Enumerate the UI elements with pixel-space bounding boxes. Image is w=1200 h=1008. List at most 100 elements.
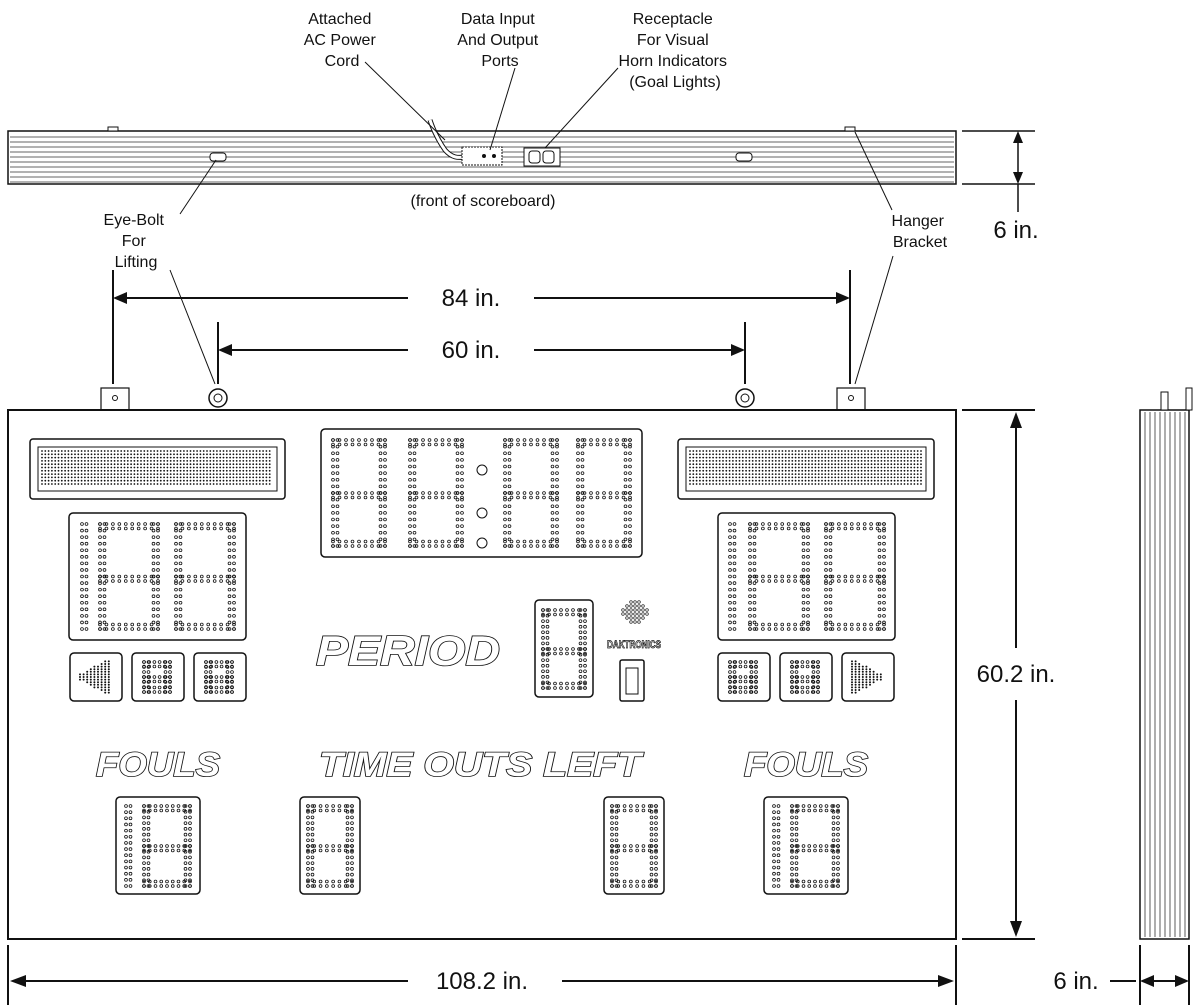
led-dot — [146, 809, 151, 814]
led-dot — [258, 469, 261, 472]
led-dot — [628, 438, 632, 442]
led-dot — [790, 804, 794, 808]
led-dot — [245, 483, 248, 485]
led-dot — [900, 463, 903, 466]
led-dot — [142, 855, 146, 860]
led-dot — [306, 861, 310, 865]
led-dot — [503, 484, 507, 489]
led-dot — [306, 838, 310, 843]
led-dot — [225, 579, 230, 583]
led-dot — [306, 848, 310, 853]
led-dot — [80, 620, 84, 625]
led-dot — [811, 479, 813, 482]
led-dot — [834, 466, 837, 469]
led-dot — [522, 491, 527, 495]
led-dot — [331, 504, 335, 509]
speaker-dot — [637, 600, 641, 604]
led-dot — [80, 535, 84, 539]
led-dot — [245, 476, 248, 479]
led-dot — [621, 442, 626, 447]
led-dot — [754, 622, 759, 627]
led-dot — [142, 809, 146, 814]
led-dot — [84, 541, 89, 546]
led-dot — [166, 450, 169, 452]
led-dot — [913, 479, 916, 482]
led-dot — [159, 804, 164, 808]
led-dot — [738, 466, 741, 469]
led-dot — [102, 548, 107, 553]
led-dot — [104, 579, 109, 583]
led-dot — [128, 816, 133, 821]
led-dot — [831, 479, 833, 482]
led-dot — [212, 622, 217, 627]
led-dot — [159, 460, 162, 462]
led-dot — [107, 473, 109, 475]
led-dot — [117, 627, 122, 631]
led-dot — [541, 619, 545, 623]
led-dot — [649, 872, 654, 877]
led-dot — [202, 469, 205, 472]
led-dot — [715, 463, 718, 466]
led-dot — [735, 476, 738, 479]
led-dot — [159, 884, 164, 888]
led-dot — [578, 619, 583, 623]
led-dot — [875, 627, 880, 631]
led-dot — [843, 526, 848, 531]
led-dot — [156, 607, 160, 612]
led-dot — [850, 456, 853, 459]
led-dot — [189, 476, 192, 479]
led-dot — [156, 522, 160, 526]
led-dot — [897, 453, 899, 456]
led-dot — [151, 568, 156, 572]
led-dot — [146, 685, 151, 689]
arrow-dot — [858, 665, 861, 668]
led-dot — [781, 463, 784, 466]
led-dot — [183, 469, 185, 472]
led-dot — [183, 466, 185, 469]
led-dot — [143, 469, 146, 472]
led-dot — [817, 453, 820, 456]
led-dot — [550, 484, 555, 489]
led-dot — [628, 491, 632, 495]
led-dot — [903, 456, 906, 459]
led-dot — [778, 473, 780, 475]
arrow-dot — [100, 683, 103, 686]
led-dot — [614, 804, 619, 808]
led-dot — [219, 469, 222, 472]
led-dot — [754, 579, 759, 583]
led-dot — [732, 456, 734, 459]
led-dot — [836, 867, 840, 871]
led-dot — [178, 561, 183, 566]
led-dot — [199, 622, 204, 627]
led-dot — [174, 561, 178, 566]
led-dot — [163, 466, 166, 469]
led-dot — [811, 660, 816, 664]
led-dot — [460, 524, 464, 528]
arrow-dot — [861, 676, 864, 678]
led-dot — [130, 522, 135, 526]
led-dot — [738, 476, 741, 479]
led-dot — [765, 456, 767, 459]
led-dot — [728, 479, 731, 482]
led-dot — [255, 460, 258, 462]
led-dot — [209, 463, 212, 466]
led-dot — [151, 535, 156, 539]
led-dot — [408, 438, 412, 442]
led-dot — [136, 466, 139, 469]
led-dot — [235, 460, 238, 462]
led-dot — [60, 450, 63, 452]
led-dot — [755, 473, 757, 475]
led-dot — [187, 627, 191, 631]
led-dot — [156, 620, 160, 625]
led-dot — [227, 620, 232, 625]
led-dot — [654, 808, 658, 813]
arrow-dot — [89, 676, 92, 678]
led-dot — [798, 469, 800, 472]
led-dot — [578, 613, 583, 618]
led-dot — [516, 491, 520, 495]
led-dot — [176, 466, 179, 469]
led-dot — [100, 476, 103, 479]
led-dot — [614, 815, 619, 820]
led-dot — [790, 808, 794, 813]
led-dot — [541, 663, 545, 668]
